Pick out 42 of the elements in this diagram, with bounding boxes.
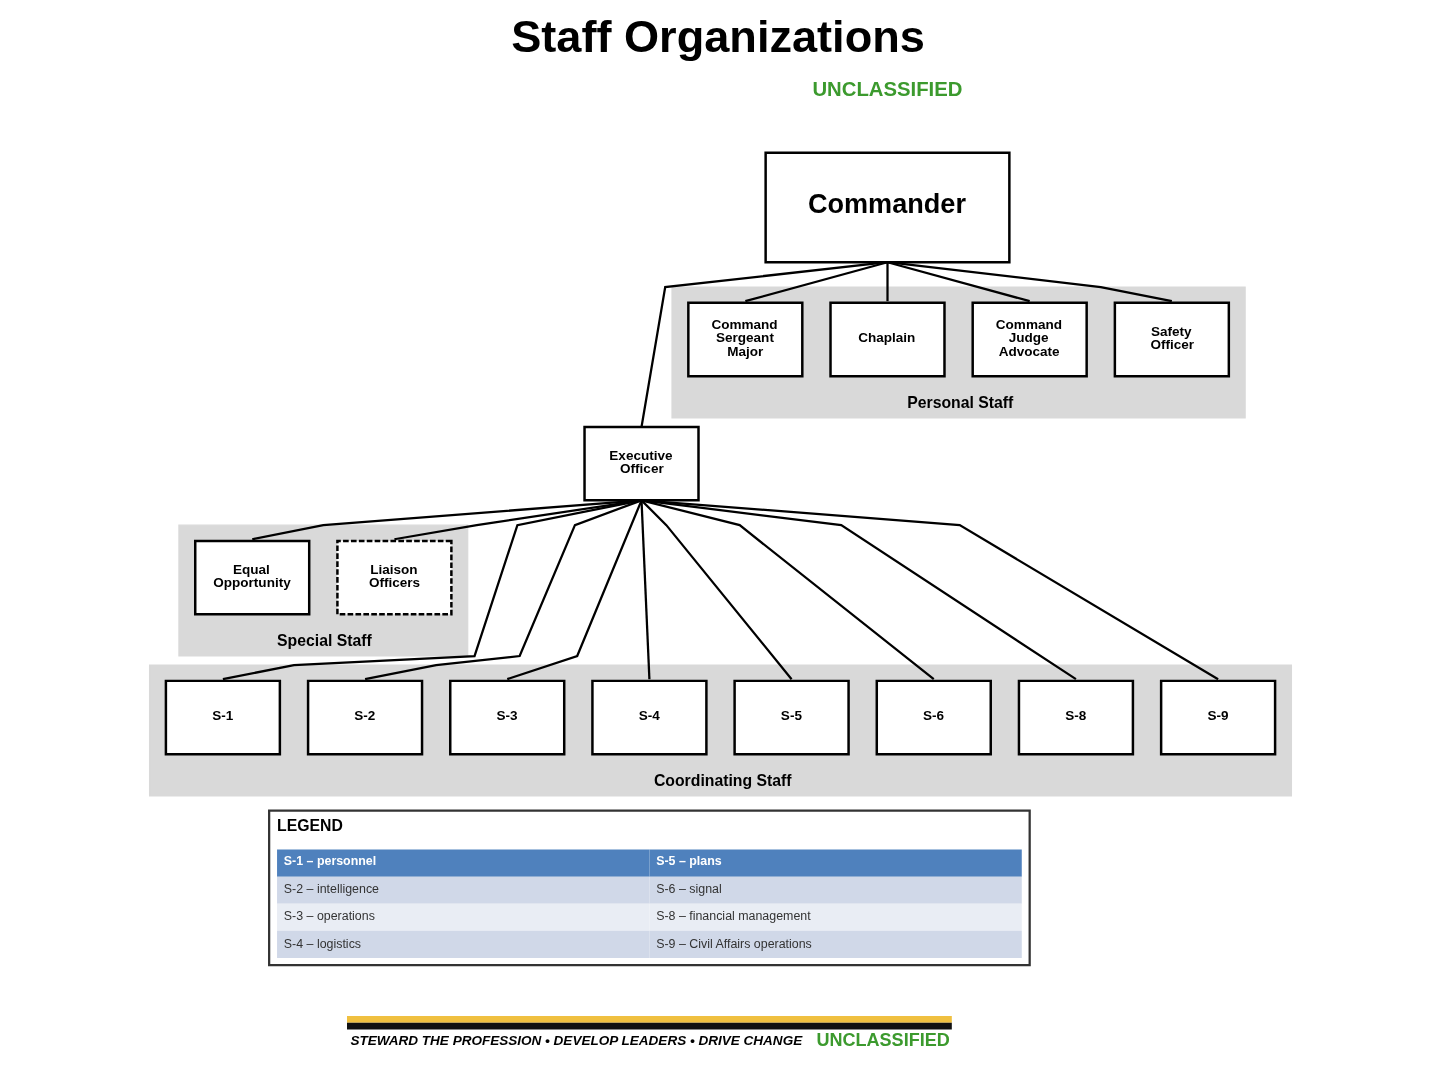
node-box: Chaplain <box>828 301 946 378</box>
connector <box>886 261 1030 303</box>
label: S-4 – logistics <box>283 936 361 951</box>
node-box: S-9 <box>1159 679 1276 756</box>
label: S-5 – plans <box>655 854 722 869</box>
node-box: Commander <box>763 151 1011 264</box>
connector <box>640 499 1219 681</box>
node-box: Command Judge Advocate <box>970 301 1088 378</box>
node-box: Safety Officer <box>1113 301 1230 378</box>
connector <box>639 500 651 680</box>
node-box: S-4 <box>590 679 708 756</box>
node-box: Executive Officer <box>582 425 700 502</box>
label: S-2 – intelligence <box>283 882 379 897</box>
diagram-title: Staff Organizations <box>510 11 925 63</box>
label: S-6 – signal <box>655 882 722 897</box>
node-box: Equal Opportunity <box>193 539 310 616</box>
connector <box>640 499 792 680</box>
label: UNCLASSIFIED <box>815 1030 950 1051</box>
label: S-9 – Civil Affairs operations <box>655 936 812 951</box>
label: S-3 – operations <box>283 909 375 924</box>
connector <box>886 261 1172 303</box>
connector <box>640 499 934 681</box>
connector <box>364 499 642 681</box>
label: S-1 – personnel <box>283 854 376 869</box>
connector <box>222 499 642 681</box>
label: STEWARD THE PROFESSION • DEVELOP LEADERS • DRIVE CHANGE <box>349 1033 802 1049</box>
label: S-8 – financial management <box>655 909 811 924</box>
node-box: Liaison Officers <box>335 539 453 616</box>
node-box: S-1 <box>164 679 281 756</box>
connector <box>744 261 888 303</box>
node-box: S-6 <box>875 679 992 756</box>
connector <box>640 499 1077 681</box>
connector <box>639 261 888 428</box>
connector <box>506 499 643 681</box>
node-box: S-2 <box>306 679 423 756</box>
label: UNCLASSIFIED <box>811 77 962 100</box>
node-box: S-3 <box>448 679 565 756</box>
node-box: S-8 <box>1017 679 1134 756</box>
node-box: Command Sergeant Major <box>686 301 804 378</box>
connector <box>885 262 889 302</box>
label: LEGEND <box>276 816 343 834</box>
node-box: S-5 <box>732 679 850 756</box>
